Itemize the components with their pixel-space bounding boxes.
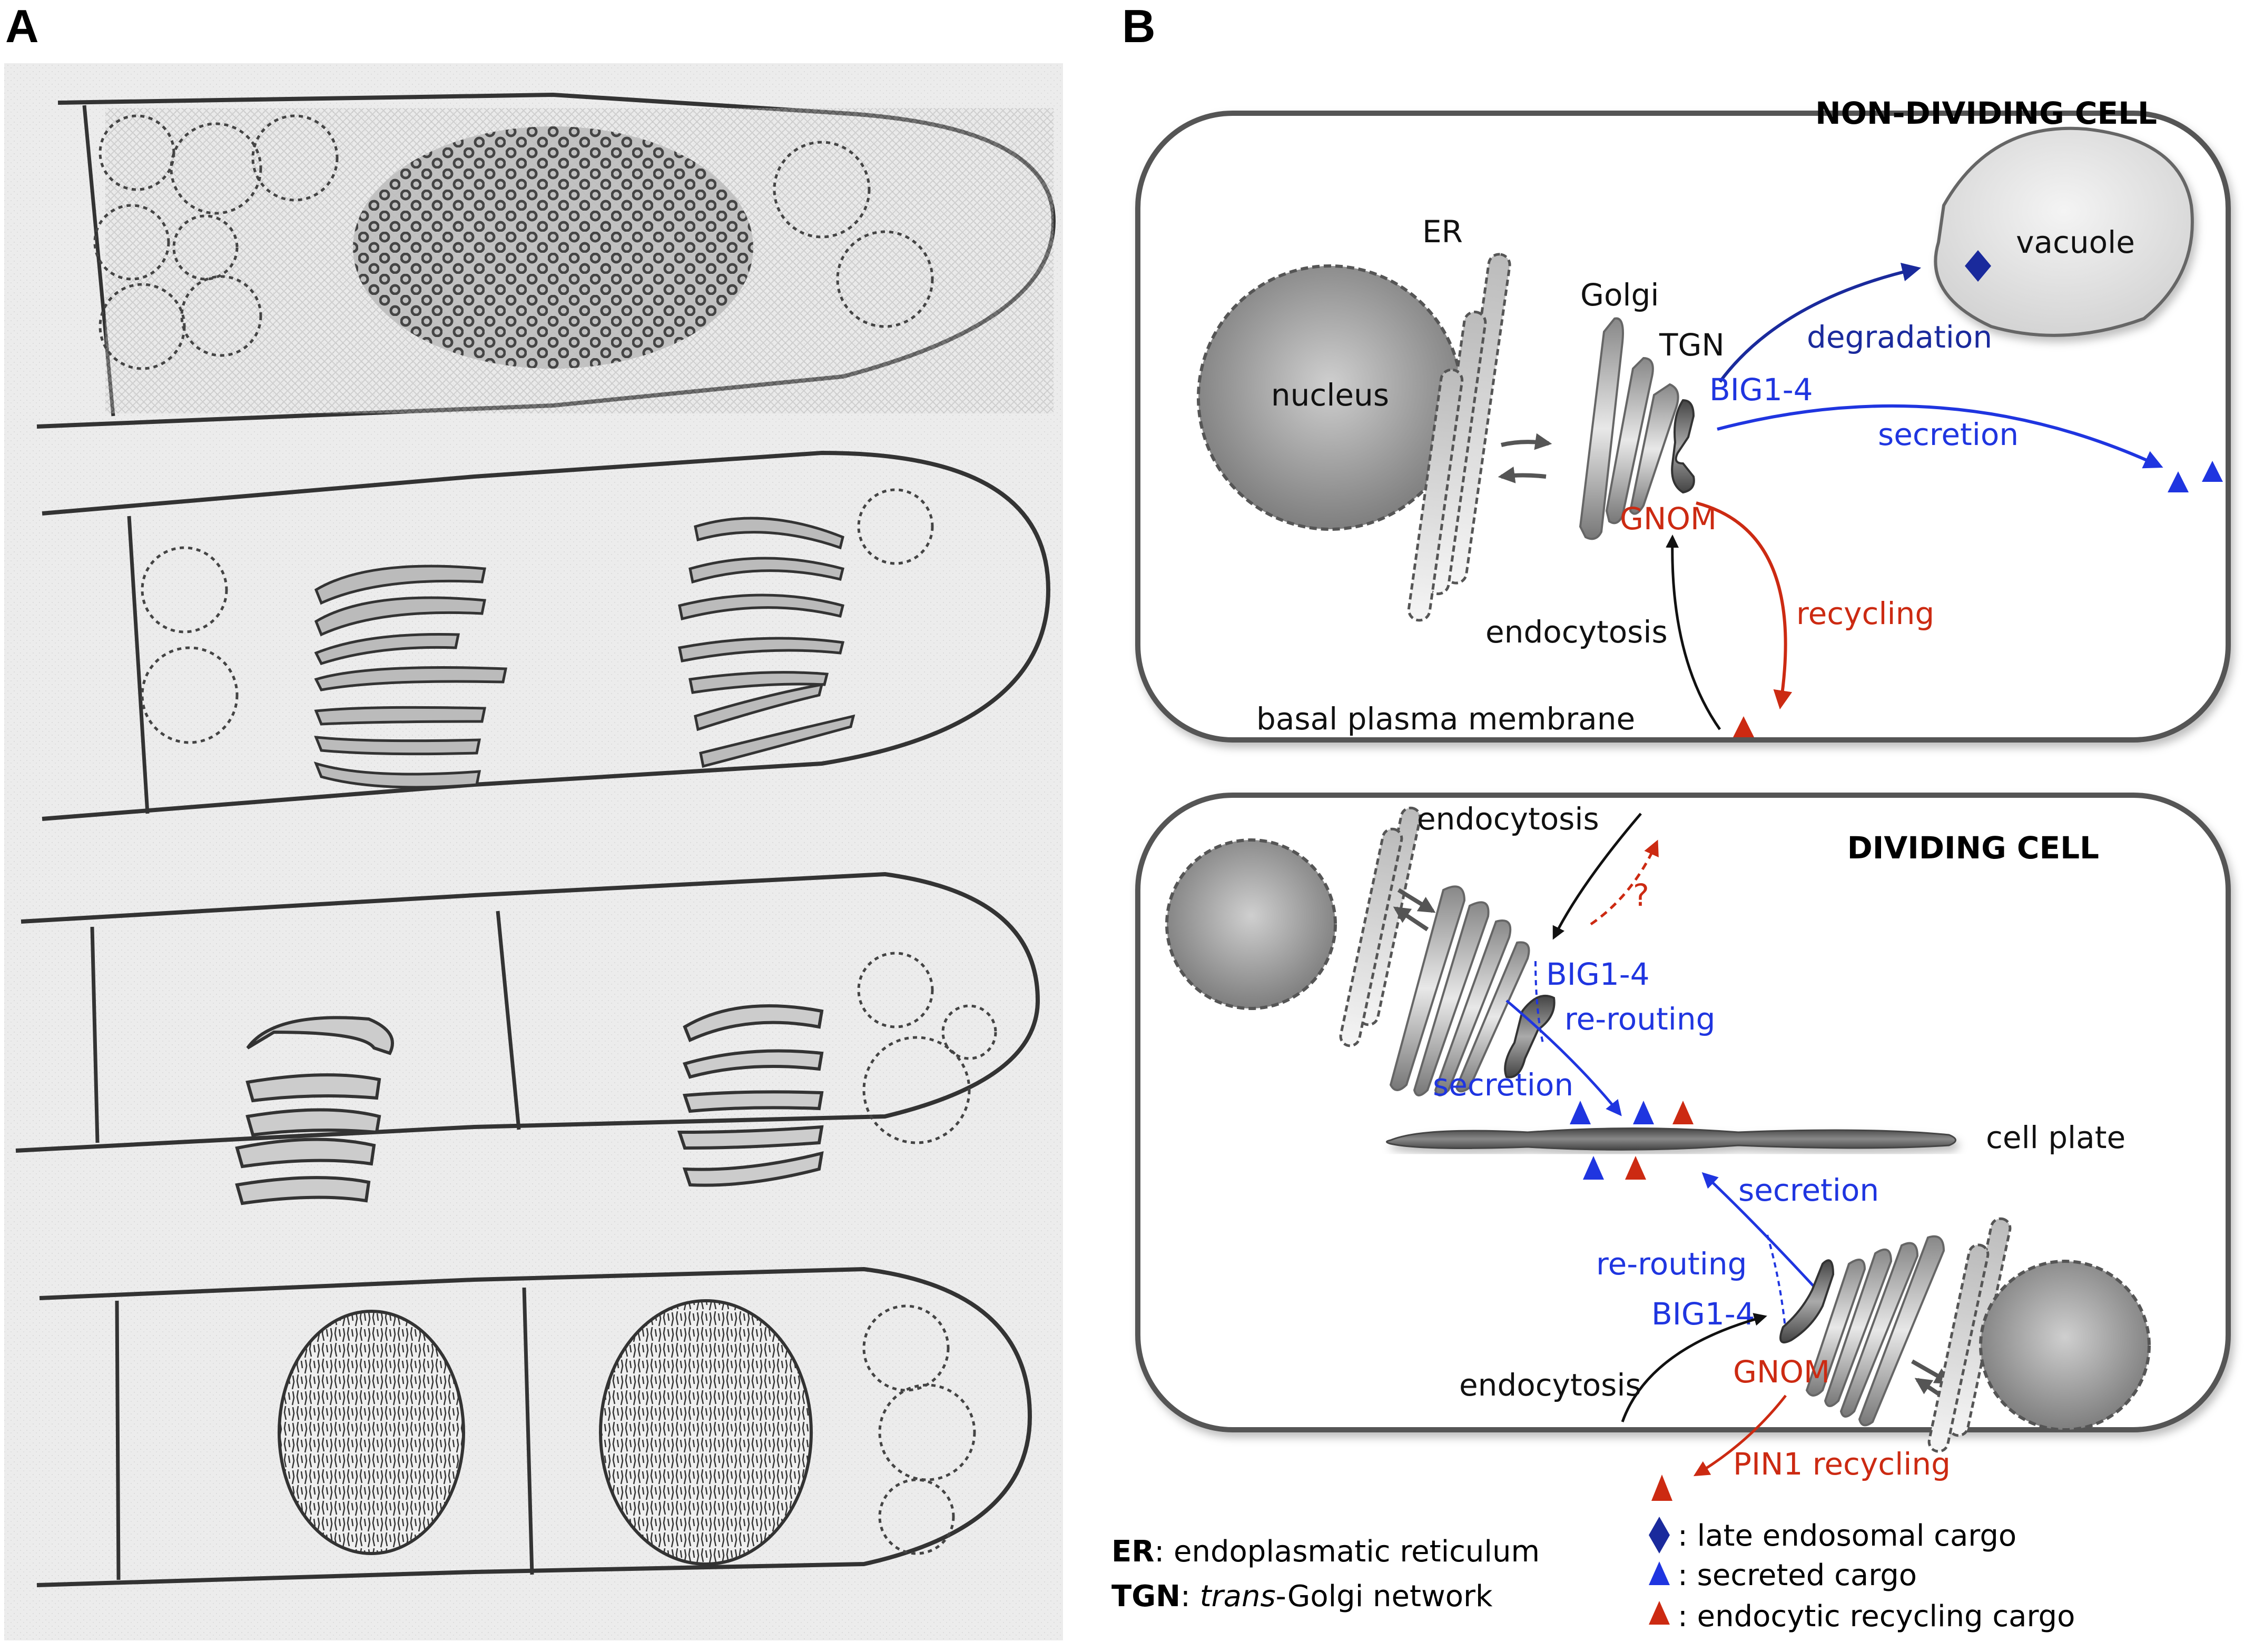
dividing-cell: DIVIDING CELL endocytosis ? BIG1-4 re-ro… <box>1135 793 2231 1501</box>
golgi <box>1579 317 1679 540</box>
cell-plate-label: cell plate <box>1986 1120 2125 1155</box>
legend-er: ER: endoplasmatic reticulum <box>1111 1535 1540 1569</box>
legend-tgn: TGN: trans-Golgi network <box>1111 1579 1493 1614</box>
er-to-golgi-arrow <box>1501 433 1552 450</box>
legend-er-text: : endoplasmatic reticulum <box>1154 1535 1540 1569</box>
secreted-cargo-icon <box>1649 1561 1670 1585</box>
endocytosis-arrow <box>1666 535 1721 730</box>
tgn-bottom <box>1779 1259 1835 1344</box>
tgn <box>1671 399 1695 494</box>
legend-tgn-italic: trans <box>1200 1579 1276 1614</box>
secreted-cargo-marker <box>1583 1156 1604 1180</box>
golgi-bottom <box>1805 1235 1945 1427</box>
dashed-tgn-boundary-top <box>1534 961 1544 1046</box>
basal-plasma-membrane-label: basal plasma membrane <box>1256 701 1635 737</box>
tgn-label: TGN <box>1659 327 1725 363</box>
endocytosis-label: endocytosis <box>1485 614 1668 650</box>
recycling-cargo-marker <box>1625 1156 1646 1180</box>
er-label: ER <box>1422 214 1463 250</box>
daughter-nucleus-right <box>599 1299 813 1566</box>
secreted-cargo-marker <box>2168 471 2189 492</box>
panel-a-drawing-1 <box>36 92 1056 429</box>
secreted-cargo-marker <box>2202 461 2223 482</box>
legend-tgn-abbr: TGN <box>1111 1579 1180 1614</box>
panel-a-drawing-2 <box>42 450 1051 821</box>
legend-secreted: : secreted cargo <box>1678 1558 1917 1592</box>
big1-4-bottom-label: BIG1-4 <box>1651 1296 1755 1332</box>
er-golgi-exchange-arrows-top <box>1397 888 1436 913</box>
chromosome-group-left <box>235 1016 394 1205</box>
non-dividing-title: NON-DIVIDING CELL <box>1815 95 2157 131</box>
dashed-tgn-boundary-bottom <box>1766 1234 1787 1333</box>
tgn-top <box>1504 995 1556 1079</box>
recycling-cargo-icon <box>1649 1601 1670 1625</box>
panel-b-label: B <box>1122 0 1156 52</box>
recycling-cargo-marker <box>1733 716 1754 737</box>
recycling-arrow <box>1696 501 1793 710</box>
legend-tgn-colon: : <box>1180 1579 1200 1614</box>
chromosome-group-right <box>677 1004 824 1187</box>
nucleus-bottom <box>1979 1260 2151 1431</box>
golgi-top <box>1389 885 1530 1096</box>
daughter-nucleus-left <box>278 1310 465 1555</box>
cell-plate-cargo <box>1570 1101 1694 1180</box>
secreted-cargo-marker <box>1633 1101 1654 1124</box>
recycling-cargo-marker <box>1651 1475 1672 1501</box>
question-mark: ? <box>1633 877 1649 913</box>
golgi-label: Golgi <box>1580 277 1659 313</box>
rerouting-top-label: re-routing <box>1564 1001 1715 1037</box>
secretion-arrow <box>1717 404 2163 469</box>
pin1-recycling-label: PIN1 recycling <box>1733 1446 1951 1482</box>
secretion-label: secretion <box>1878 417 2019 452</box>
gnom-bottom-label: GNOM <box>1733 1354 1830 1390</box>
chromatin-mass <box>353 126 753 369</box>
panel-a-drawing-4 <box>36 1267 1032 1587</box>
legend-er-abbr: ER <box>1111 1535 1154 1569</box>
gnom-label: GNOM <box>1620 501 1717 537</box>
recycling-cargo-marker <box>1672 1101 1694 1124</box>
panel-a-drawing-3 <box>15 872 1040 1205</box>
endocytosis-bottom-arrow <box>1621 1313 1767 1422</box>
pin1-recycling-arrow <box>1693 1394 1787 1477</box>
endocytosis-bottom-label: endocytosis <box>1459 1367 1641 1403</box>
er-golgi-return-arrow-top <box>1393 906 1429 932</box>
legend-tgn-text: -Golgi network <box>1276 1579 1493 1614</box>
golgi-to-er-arrow <box>1498 466 1547 483</box>
er <box>1407 253 1511 622</box>
rerouting-bottom-label: re-routing <box>1596 1246 1747 1282</box>
vacuole-label: vacuole <box>2016 224 2135 260</box>
secretion-top-label: secretion <box>1433 1067 1573 1103</box>
late-endosomal-cargo-marker <box>1965 250 1991 282</box>
legend-late-endosomal: : late endosomal cargo <box>1678 1519 2016 1553</box>
endocytosis-top-label: endocytosis <box>1417 801 1599 837</box>
secreted-cargo-marker <box>1570 1101 1591 1124</box>
legend: ER: endoplasmatic reticulum TGN: trans-G… <box>1111 1517 2075 1634</box>
dividing-title: DIVIDING CELL <box>1847 830 2099 866</box>
chromosomes-left <box>313 565 508 789</box>
panel-a-label: A <box>5 0 39 52</box>
late-endosomal-cargo-icon <box>1649 1517 1670 1554</box>
unknown-recycling-arrow <box>1590 839 1659 926</box>
vacuole <box>1934 126 2194 337</box>
chromosomes-right <box>678 517 855 768</box>
endocytosis-top-arrow <box>1552 813 1642 940</box>
secretion-bottom-label: secretion <box>1738 1172 1879 1208</box>
rerouting-top-arrow <box>1505 1000 1622 1116</box>
non-dividing-cell: NON-DIVIDING CELL nucleus ER Golgi TGN v… <box>1135 95 2231 743</box>
big1-4-label: BIG1-4 <box>1709 372 1813 408</box>
degradation-arrow <box>1718 262 1922 383</box>
degradation-label: degradation <box>1807 319 1992 355</box>
recycling-label: recycling <box>1796 596 1934 631</box>
cell-plate <box>1386 1127 1956 1151</box>
nucleus-label: nucleus <box>1271 377 1389 413</box>
big1-4-top-label: BIG1-4 <box>1546 956 1650 992</box>
legend-recycling: : endocytic recycling cargo <box>1678 1599 2075 1634</box>
rerouting-bottom-arrow <box>1701 1172 1818 1291</box>
nucleus-top <box>1165 838 1337 1010</box>
